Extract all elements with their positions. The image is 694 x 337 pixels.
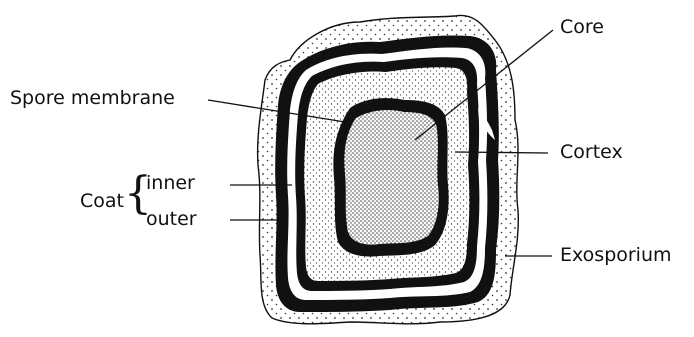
core-label: Core — [560, 16, 604, 38]
coat-inner-label: inner — [146, 172, 195, 194]
exosporium-label: Exosporium — [560, 244, 672, 266]
coat-outer-label: outer — [146, 208, 197, 230]
cortex-label: Cortex — [560, 141, 623, 163]
coat-label: Coat — [80, 190, 124, 212]
core-region — [344, 110, 438, 245]
spore-membrane-label: Spore membrane — [10, 87, 175, 109]
